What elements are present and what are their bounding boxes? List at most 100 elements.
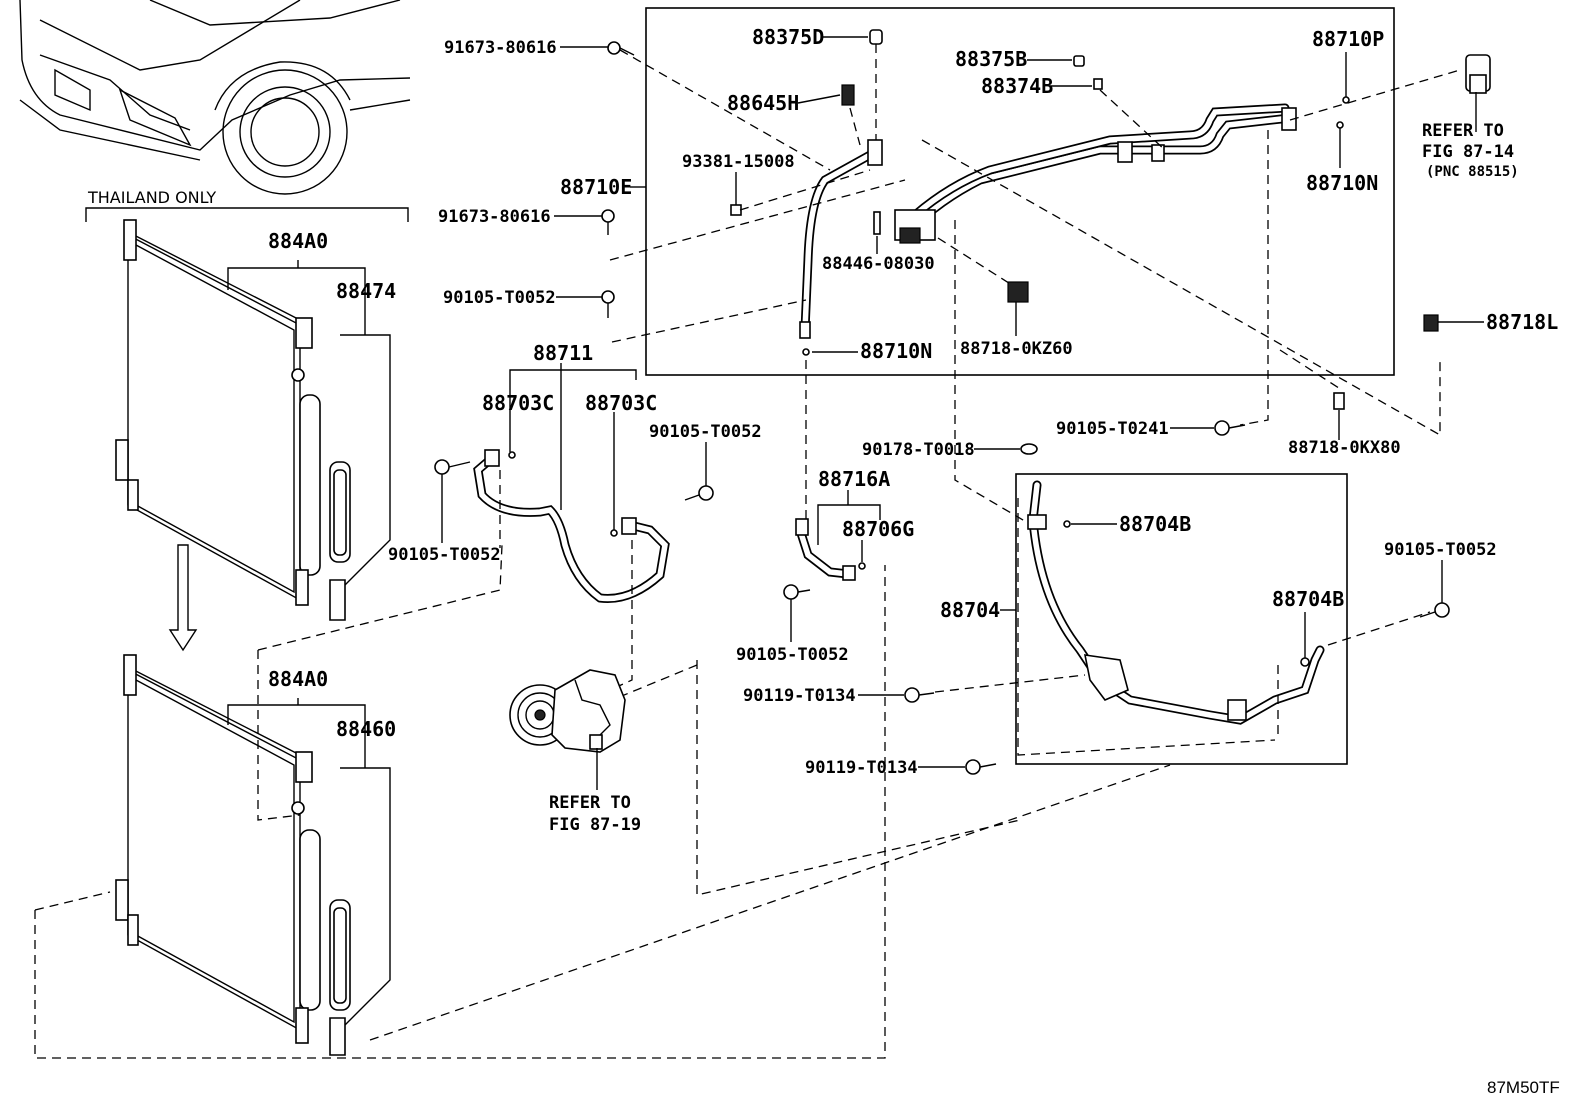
part-88710n-lower [802,348,810,356]
hose-88716a [795,518,856,581]
part-88374b [1093,78,1103,90]
bolt-90105-b-icon [434,459,471,475]
condenser-upper [115,219,321,606]
dashed-link-condenser [257,650,301,821]
bolt-90105-a-icon [601,290,615,318]
label-88710n-upper: 88710N [1306,171,1378,195]
bolt-90105-c-icon [684,485,714,501]
brace-88716a [817,504,881,545]
bolt-90105-e-icon [1419,602,1450,618]
hose-88711 [473,449,670,604]
label-88704b-a: 88704B [1119,512,1191,536]
dashed-link-88718-0kx80 [1279,349,1343,391]
label-88375d: 88375D [752,25,824,49]
dashed-link-compressor-port [611,664,698,701]
label-90105-t0052-c: 90105-T0052 [649,422,762,442]
down-arrow-icon [168,544,198,652]
part-88710n-upper [1336,121,1344,129]
washer-90178-icon [1020,443,1038,455]
label-90105-t0052-e: 90105-T0052 [1384,540,1497,560]
part-88718l [1423,314,1439,332]
label-88706g: 88706G [842,517,914,541]
label-88716a: 88716A [818,467,890,491]
dashed-link-93381 [739,169,871,211]
label-88710n-lower: 88710N [860,339,932,363]
label-884a0-upper: 884A0 [268,229,328,253]
dashed-link-90105-t0241 [1239,130,1269,426]
part-88446-08030 [873,211,881,235]
refer-87-14-line3: (PNC 88515) [1426,164,1519,180]
label-90119-t0134-a: 90119-T0134 [743,686,856,706]
oring-88704b-a [1063,520,1071,528]
compressor-illustration [509,669,626,753]
label-88704b-b: 88704B [1272,587,1344,611]
label-90105-t0052-a: 90105-T0052 [443,288,556,308]
label-90105-t0052-b: 90105-T0052 [388,545,501,565]
condenser-lower [115,654,321,1044]
label-88711: 88711 [533,341,593,365]
label-88460: 88460 [336,717,396,741]
dashed-link-90119-a [934,674,1086,693]
bolt-90105-d-icon [783,584,811,600]
part-88375d [869,29,883,45]
bolt-91673-b-icon [601,209,615,235]
brace-88703c [509,369,637,380]
pipe-assembly-box [645,7,1395,376]
label-88703c-a: 88703C [482,391,554,415]
part-88710p [1342,96,1350,104]
label-90119-t0134-b: 90119-T0134 [805,758,918,778]
dashed-link-bottom [34,565,886,1059]
bolt-91673-a-icon [607,41,635,56]
oring-88703c-a [508,451,516,459]
dashed-link-compressor [696,660,1021,896]
dashed-link-88704 [954,220,1041,531]
label-90105-t0241: 90105-T0241 [1056,419,1169,439]
dashed-link-condenser-bracket [34,891,111,911]
label-88645h: 88645H [727,91,799,115]
label-884a0-lower: 884A0 [268,667,328,691]
condenser-lower-brace [227,698,391,1056]
condenser-upper-brace [227,260,391,621]
dashed-link-88704 [369,764,1171,1041]
label-91673-80616-b: 91673-80616 [438,207,551,227]
label-88446-08030: 88446-08030 [822,254,935,274]
dashed-link-refer [1289,69,1461,121]
dashed-link-88718-0kz60 [937,237,1013,286]
leader-88645h [797,94,841,104]
refer-87-19-line2: FIG 87-19 [549,815,641,835]
part-93381-15008 [730,204,742,216]
refer-87-14-line1: REFER TO [1422,121,1504,141]
oring-88704b-b [1300,657,1310,667]
dashed-link-hose-88711 [257,544,503,651]
label-91673-80616-a: 91673-80616 [444,38,557,58]
part-88515-icon [1465,54,1491,94]
label-88704: 88704 [940,598,1000,622]
part-88375b [1073,55,1085,67]
dashed-link-91673-a [619,49,831,171]
label-88374b: 88374B [981,74,1053,98]
dashed-link-88645h [849,107,861,146]
dashed-link-90105-e [1327,611,1431,646]
part-88718-0kx80 [1333,392,1345,410]
bolt-90119-b-icon [965,759,997,775]
label-90105-t0052-d: 90105-T0052 [736,645,849,665]
bolt-90105-t0241-icon [1214,420,1246,436]
bolt-90119-a-icon [904,687,935,703]
label-88718-0kx80: 88718-0KX80 [1288,438,1401,458]
oring-88706g [858,562,866,570]
hose-88704-box [1015,473,1348,765]
dashed-link-compressor-top [609,540,633,691]
hose-88704 [1027,480,1325,725]
pipe-88710e [799,103,1297,339]
thailand-only-bracket: THAILAND ONLY [85,188,409,222]
label-88718-0kz60: 88718-0KZ60 [960,339,1073,359]
label-88710p: 88710P [1312,27,1384,51]
dashed-link-91673-b [609,179,906,261]
dashed-link-88718l [921,139,1441,437]
oring-88703c-b [610,529,618,537]
label-90178-t0018: 90178-T0018 [862,440,975,460]
label-88710e: 88710E [560,175,632,199]
part-88718-0kz60 [1007,281,1029,303]
label-88375b: 88375B [955,47,1027,71]
